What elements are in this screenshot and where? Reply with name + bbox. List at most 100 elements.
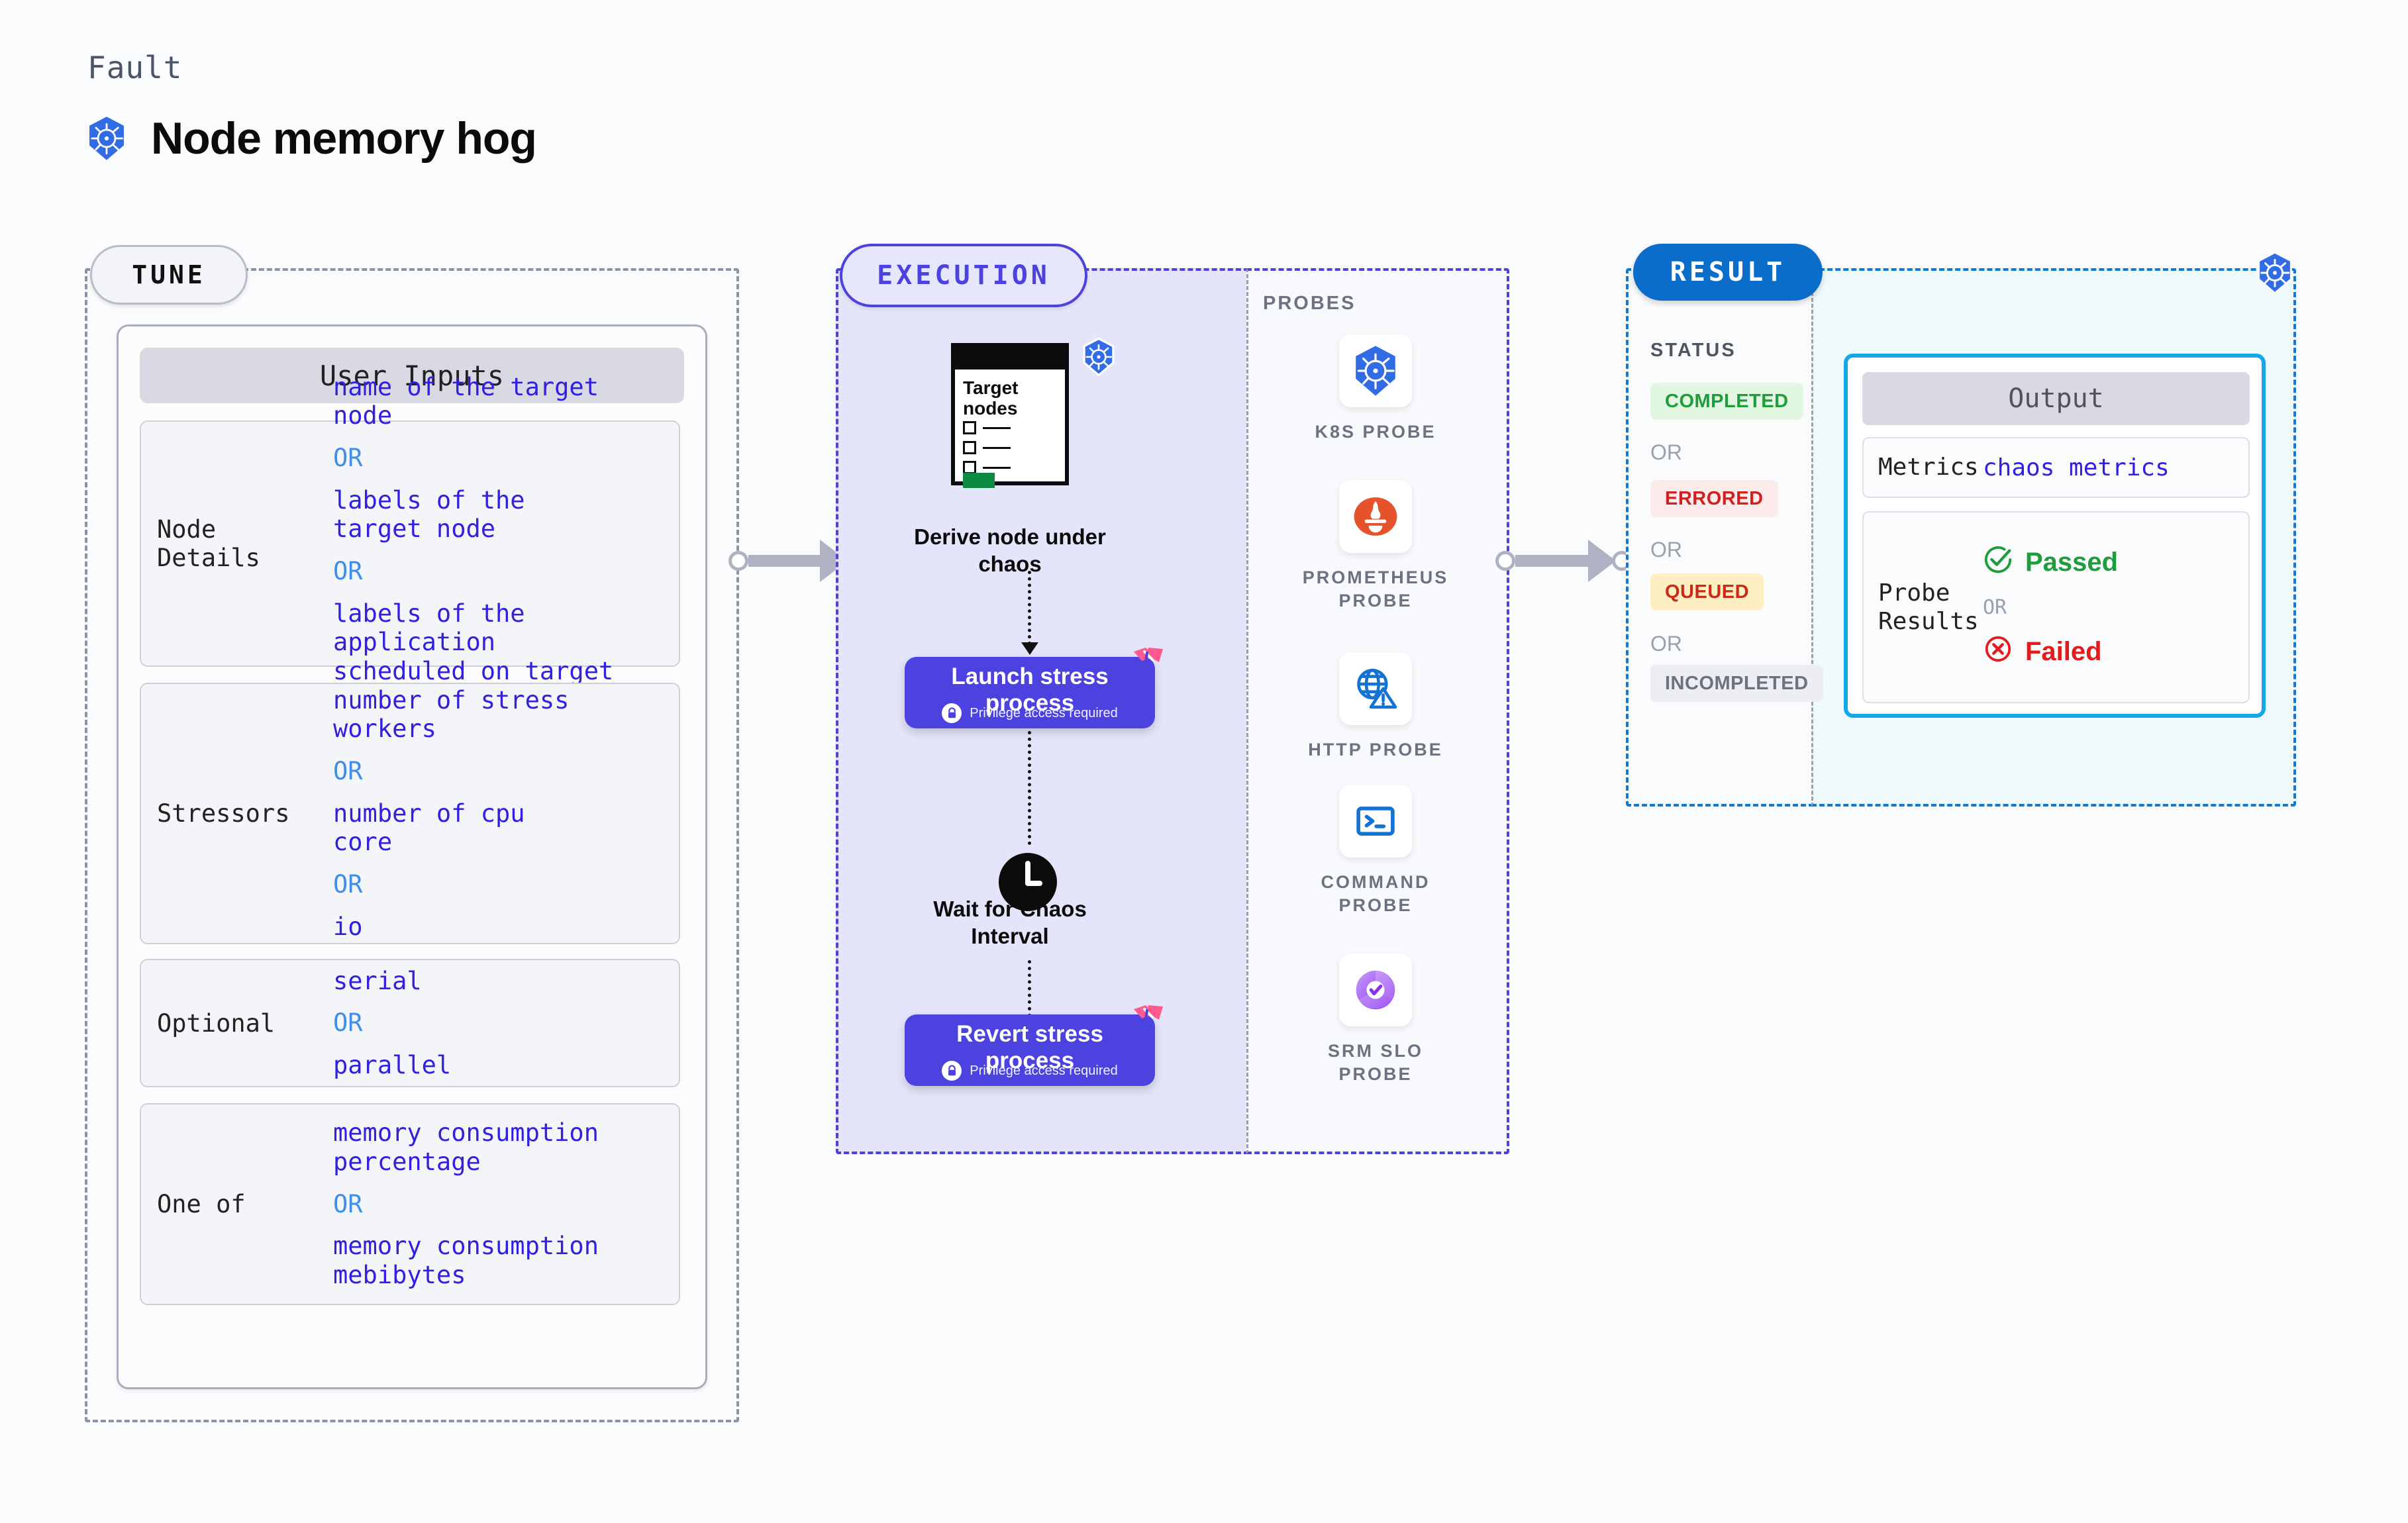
probe-label: SRM SLO PROBE bbox=[1327, 1041, 1423, 1085]
connector-arrowhead bbox=[1588, 540, 1616, 582]
row-value: parallel bbox=[333, 1050, 452, 1079]
probe-item-srm-slo[interactable]: SRM SLO PROBE bbox=[1276, 954, 1475, 1086]
step-subtitle: Privilege access required bbox=[970, 1063, 1118, 1078]
document-checkbox-line bbox=[963, 461, 1011, 474]
probe-label: COMMAND PROBE bbox=[1321, 872, 1430, 916]
probes-section-title: PROBES bbox=[1263, 293, 1356, 314]
user-inputs-card: User Inputs Node Details name of the tar… bbox=[117, 324, 707, 1389]
probe-result-label: Failed bbox=[2025, 637, 2102, 666]
checkbox-icon bbox=[963, 421, 976, 434]
tune-section-container bbox=[85, 268, 739, 1422]
derive-node-step-label: Derive node under chaos bbox=[914, 524, 1106, 577]
document-titlebar bbox=[951, 343, 1069, 369]
probe-item-prometheus[interactable]: PROMETHEUS PROBE bbox=[1276, 480, 1475, 613]
launch-stress-process-step[interactable]: Launch stress process Privilege access r… bbox=[905, 648, 1163, 728]
status-badge-errored: ERRORED bbox=[1650, 480, 1778, 517]
row-separator: OR bbox=[333, 1189, 363, 1218]
connector-start-dot bbox=[728, 551, 748, 571]
status-separator: OR bbox=[1650, 632, 1682, 656]
result-section-container bbox=[1626, 268, 1814, 807]
output-title: Output bbox=[1862, 372, 2250, 425]
flow-arrow-head bbox=[1021, 642, 1038, 655]
wait-for-chaos-interval-label: Wait for Chaos Interval bbox=[933, 897, 1087, 949]
probe-label: PROMETHEUS PROBE bbox=[1302, 567, 1449, 611]
row-value: name of the target node bbox=[333, 372, 599, 430]
flow-arrow-line bbox=[1028, 571, 1031, 645]
status-separator: OR bbox=[1650, 538, 1682, 562]
kubernetes-icon bbox=[2256, 251, 2294, 297]
status-badge-label: COMPLETED bbox=[1665, 390, 1789, 412]
row-label: One of bbox=[157, 1190, 246, 1218]
status-badge-label: ERRORED bbox=[1665, 487, 1764, 509]
flow-arrow-line bbox=[1028, 960, 1031, 1017]
row-separator: OR bbox=[333, 1008, 363, 1038]
checkbox-icon bbox=[963, 461, 976, 474]
checkbox-icon bbox=[963, 441, 976, 454]
row-label: Optional bbox=[157, 1008, 276, 1038]
row-label: Stressors bbox=[157, 799, 290, 828]
document-green-bar bbox=[963, 473, 995, 488]
prometheus-icon bbox=[1339, 480, 1412, 553]
kubernetes-icon bbox=[1081, 337, 1116, 379]
status-badge-label: QUEUED bbox=[1665, 581, 1750, 603]
document-checkbox-line bbox=[963, 441, 1011, 454]
probe-item-command[interactable]: COMMAND PROBE bbox=[1276, 785, 1475, 917]
line-dash bbox=[983, 446, 1011, 449]
output-row-label: Metrics bbox=[1878, 454, 1979, 481]
probe-item-k8s[interactable]: K8S PROBE bbox=[1276, 334, 1475, 444]
line-dash bbox=[983, 426, 1011, 429]
fault-eyebrow-label: Fault bbox=[87, 50, 183, 85]
user-input-row-one-of: One of memory consumption percentage OR … bbox=[140, 1103, 680, 1305]
fault-title-row: Node memory hog bbox=[86, 113, 537, 164]
output-row-metrics: Metrics chaos metrics bbox=[1862, 437, 2250, 498]
step-subtitle-row: Privilege access required bbox=[905, 703, 1155, 723]
lock-icon bbox=[942, 703, 962, 723]
x-circle-icon bbox=[1983, 634, 2013, 671]
clock-icon bbox=[996, 850, 1060, 917]
probe-result-label: Passed bbox=[2025, 548, 2119, 577]
status-badge-incompleted: INCOMPLETED bbox=[1650, 665, 1823, 702]
harness-icon bbox=[1132, 1005, 1164, 1036]
globe-warning-icon bbox=[1339, 652, 1412, 725]
output-card: Output Metrics chaos metrics Probe Resul… bbox=[1844, 354, 2266, 718]
probe-result-failed: Failed bbox=[1983, 634, 2248, 671]
check-circle-icon bbox=[1983, 544, 2013, 581]
step-subtitle-row: Privilege access required bbox=[905, 1061, 1155, 1081]
execution-section-label: EXECUTION bbox=[840, 244, 1087, 307]
user-inputs-title: User Inputs bbox=[140, 348, 684, 403]
output-row-probe-results: Probe Results Passed OR bbox=[1862, 511, 2250, 703]
user-input-row-optional: Optional serial OR parallel bbox=[140, 959, 680, 1087]
step-title: Launch stress process bbox=[951, 663, 1109, 716]
status-badge-completed: COMPLETED bbox=[1650, 383, 1803, 420]
probe-item-http[interactable]: HTTP PROBE bbox=[1276, 652, 1475, 762]
connector-shaft bbox=[1515, 555, 1589, 567]
document-checkbox-line bbox=[963, 421, 1011, 434]
output-row-value: chaos metrics bbox=[1983, 454, 2170, 481]
flow-arrow-line bbox=[1028, 731, 1031, 845]
probe-label: HTTP PROBE bbox=[1308, 740, 1443, 760]
srm-slo-icon bbox=[1339, 954, 1412, 1026]
probe-result-separator: OR bbox=[1983, 595, 2007, 619]
terminal-icon bbox=[1339, 785, 1412, 858]
kubernetes-icon bbox=[86, 116, 127, 161]
document-title-text: Target nodes bbox=[963, 377, 1019, 419]
connector-execution-to-result bbox=[1495, 540, 1632, 582]
row-value: labels of the target node bbox=[333, 485, 525, 544]
line-dash bbox=[983, 466, 1011, 469]
step-title: Revert stress process bbox=[956, 1021, 1103, 1074]
row-value: io bbox=[333, 912, 363, 941]
status-badge-label: INCOMPLETED bbox=[1665, 672, 1809, 694]
probe-result-passed: Passed bbox=[1983, 544, 2248, 581]
connector-start-dot bbox=[1495, 551, 1515, 571]
probe-label: K8S PROBE bbox=[1315, 422, 1436, 442]
row-value: number of stress workers bbox=[333, 685, 570, 744]
status-separator: OR bbox=[1650, 440, 1682, 464]
row-label: Node Details bbox=[157, 515, 260, 572]
revert-stress-process-step[interactable]: Revert stress process Privilege access r… bbox=[905, 1005, 1163, 1086]
step-subtitle: Privilege access required bbox=[970, 705, 1118, 720]
row-separator: OR bbox=[333, 557, 363, 585]
user-input-row-stressors: Stressors number of stress workers OR nu… bbox=[140, 683, 680, 944]
kubernetes-icon bbox=[1339, 334, 1412, 407]
target-nodes-document-icon: Target nodes bbox=[951, 343, 1069, 488]
row-separator: OR bbox=[333, 444, 363, 473]
